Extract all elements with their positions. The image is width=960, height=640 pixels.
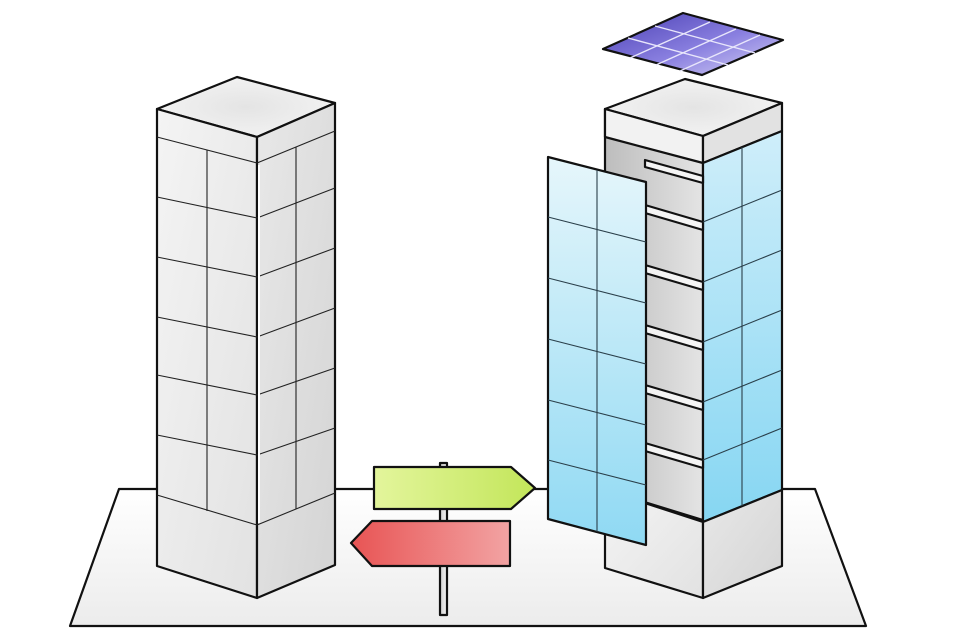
- solar-panel-icon: [601, 11, 785, 77]
- direction-signpost-icon: [349, 461, 537, 617]
- conventional-tower-icon: [155, 75, 337, 600]
- sign-arrow-left-red: [349, 519, 512, 568]
- glass-facade-panel: [546, 155, 648, 547]
- floor-slabs: [643, 158, 705, 470]
- sign-arrow-right-green: [372, 465, 537, 511]
